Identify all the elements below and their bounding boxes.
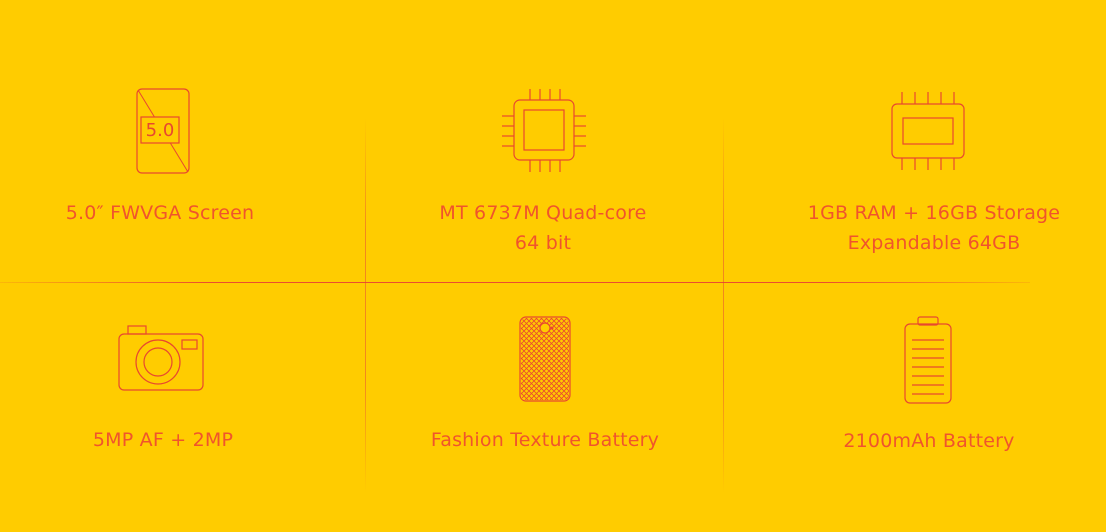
screen-icon-text: 5.0: [145, 120, 175, 141]
feature-texture-label: Fashion Texture Battery: [375, 425, 715, 455]
divider-horizontal: [0, 282, 1030, 283]
feature-camera-line1: 5MP AF + 2MP: [92, 429, 234, 451]
divider-vertical-right: [723, 118, 724, 493]
feature-texture-line1: Fashion Texture Battery: [430, 429, 660, 451]
feature-screen-line1: 5.0″ FWVGA Screen: [65, 202, 255, 224]
feature-cpu-line1: MT 6737M Quad-core: [439, 202, 647, 224]
phone-screen-icon: [136, 88, 190, 174]
feature-memory-label: 1GB RAM + 16GB Storage Expandable 64GB: [764, 198, 1104, 258]
feature-battery-label: 2100mAh Battery: [759, 426, 1099, 456]
divider-vertical-left: [365, 118, 366, 493]
feature-screen-label: 5.0″ FWVGA Screen: [0, 198, 330, 228]
feature-cpu-line2: 64 bit: [514, 232, 572, 254]
feature-memory-line2: Expandable 64GB: [847, 232, 1021, 254]
processor-chip-icon: [500, 88, 588, 174]
textured-phone-back-icon: [519, 316, 571, 402]
feature-battery-line1: 2100mAh Battery: [843, 430, 1015, 452]
battery-icon: [904, 316, 952, 404]
feature-camera-label: 5MP AF + 2MP: [0, 425, 333, 455]
feature-cpu-label: MT 6737M Quad-core 64 bit: [373, 198, 713, 258]
feature-memory-line1: 1GB RAM + 16GB Storage: [807, 202, 1061, 224]
memory-chip-icon: [888, 90, 968, 172]
camera-icon: [118, 322, 204, 392]
